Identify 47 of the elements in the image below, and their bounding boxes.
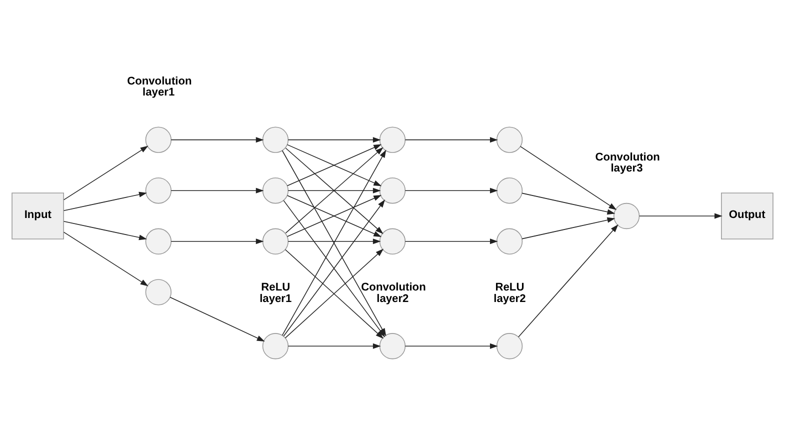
node-circle <box>379 178 406 204</box>
node-circle <box>262 228 289 254</box>
node-circle <box>496 228 523 254</box>
arrow <box>522 217 616 240</box>
arrow <box>288 188 381 194</box>
node-circle <box>379 333 406 360</box>
node-circle <box>145 279 172 306</box>
node-circle <box>496 126 523 153</box>
node-label: Convolution layer3 <box>595 152 660 175</box>
arrow <box>288 343 381 349</box>
arrow <box>170 238 264 244</box>
arrow <box>286 144 382 186</box>
node-circle <box>145 178 172 204</box>
label: Convolution layer1 <box>127 75 192 99</box>
arrow <box>63 192 147 211</box>
arrow <box>404 238 498 244</box>
arrow <box>288 137 381 143</box>
arrow <box>522 192 616 215</box>
arrow <box>170 296 265 342</box>
arrow <box>288 238 381 244</box>
arrow <box>63 221 147 240</box>
arrow <box>404 188 498 194</box>
node-circle <box>262 333 289 360</box>
node-circle <box>613 202 640 230</box>
node-box: Input <box>12 192 64 240</box>
label: ReLU layer1 <box>260 282 292 305</box>
arrow <box>404 343 498 349</box>
node-circle <box>496 178 523 204</box>
arrow <box>639 213 722 219</box>
node-circle <box>145 228 172 254</box>
arrow <box>63 232 148 286</box>
arrow <box>520 146 617 210</box>
node-circle <box>145 126 172 153</box>
arrow <box>404 137 498 143</box>
node-circle <box>379 228 406 254</box>
node-circle <box>262 178 289 204</box>
arrow <box>286 195 382 237</box>
node-circle <box>496 333 523 360</box>
node-circle <box>262 126 289 153</box>
label: Convolution layer2 <box>361 282 426 305</box>
label: ReLU layer2 <box>494 282 526 305</box>
node-box: Output <box>721 192 774 240</box>
node-circle <box>379 126 406 153</box>
arrow <box>518 224 618 338</box>
arrow <box>63 146 148 200</box>
arrow <box>170 137 264 143</box>
arrow <box>170 188 264 194</box>
